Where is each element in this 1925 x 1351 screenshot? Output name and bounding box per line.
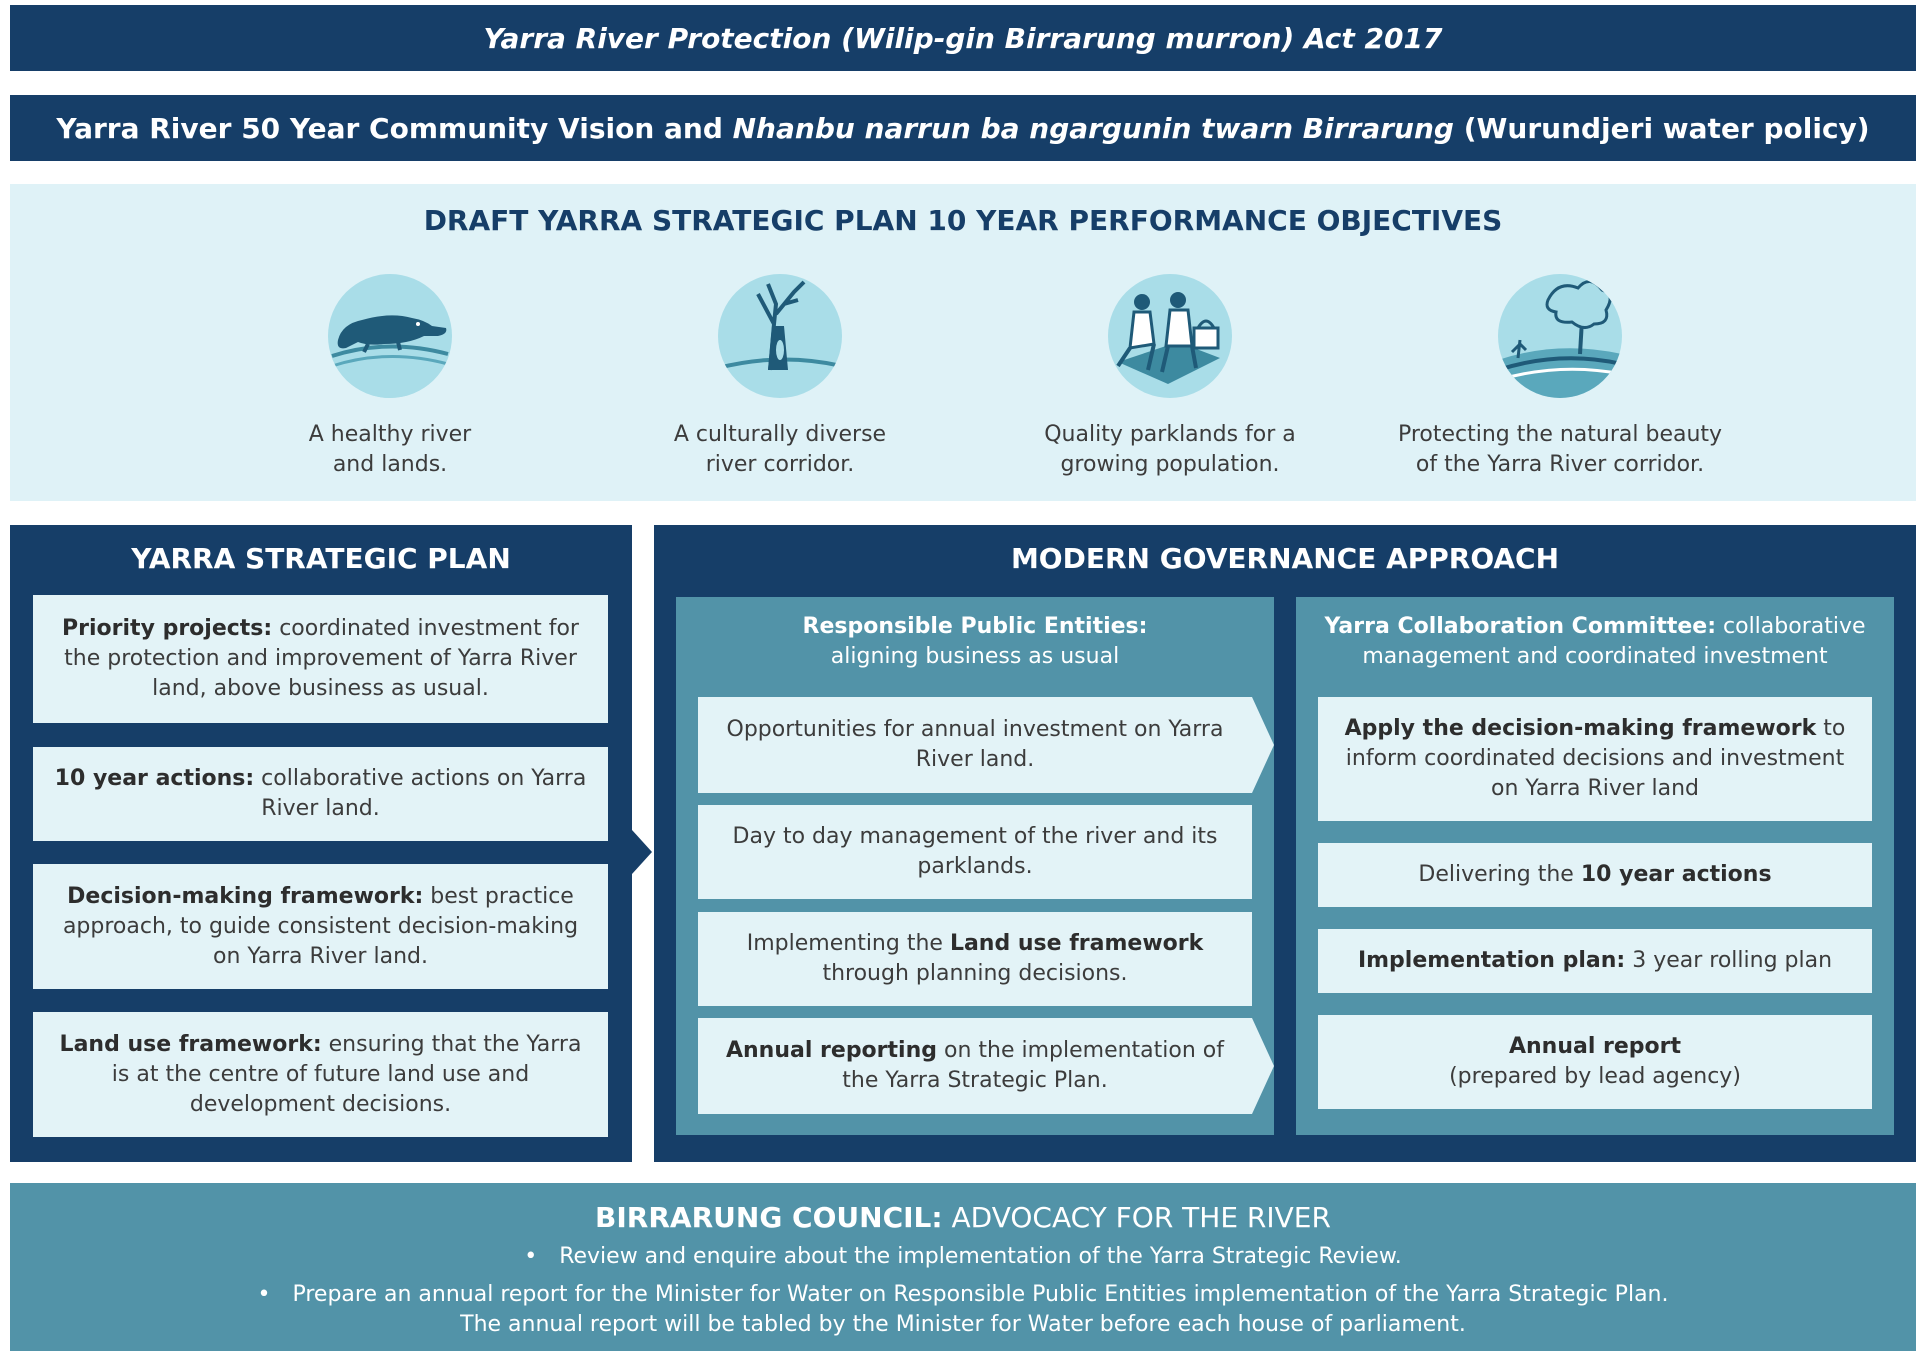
vision-title: Yarra River 50 Year Community Vision and… (56, 111, 1870, 145)
rpe-land-use-implementation: Implementing the Land use framework thro… (698, 912, 1252, 1006)
objective-caption-line1: Quality parklands for a (1044, 422, 1296, 447)
objective-healthy-river: A healthy river and lands. (225, 274, 555, 480)
yarra-collaboration-committee-column: Yarra Collaboration Committee: collabora… (1296, 597, 1894, 1135)
picnic-icon (1108, 274, 1232, 398)
rpe-arrow-box-1 (698, 697, 1274, 793)
ycc-annual-report: Annual report(prepared by lead agency) (1318, 1015, 1872, 1109)
rpe-day-to-day-management: Day to day management of the river and i… (698, 805, 1252, 899)
act-title-bar: Yarra River Protection (Wilip-gin Birrar… (10, 5, 1916, 71)
birrarung-bullet-1: •Review and enquire about the implementa… (10, 1242, 1916, 1272)
objective-caption-line2: growing population. (1060, 452, 1280, 477)
vision-title-bar: Yarra River 50 Year Community Vision and… (10, 95, 1916, 161)
rpe-arrow-box-4 (698, 1018, 1274, 1114)
birrarung-bullet-2: •Prepare an annual report for the Minist… (10, 1280, 1916, 1310)
ysp-to-governance-arrow (632, 830, 652, 874)
objective-caption-line2: and lands. (332, 452, 448, 477)
ysp-priority-projects: Priority projects: coordinated investmen… (33, 595, 608, 723)
ycc-decision-making-framework: Apply the decision-making framework to i… (1318, 697, 1872, 821)
objective-quality-parklands: Quality parklands for a growing populati… (1005, 274, 1335, 480)
ysp-land-use-framework: Land use framework: ensuring that the Ya… (33, 1012, 608, 1137)
ycc-heading: Yarra Collaboration Committee: collabora… (1324, 614, 1866, 669)
ysp-10-year-actions: 10 year actions: collaborative actions o… (33, 747, 608, 841)
yarra-strategic-plan-panel: YARRA STRATEGIC PLAN Priority projects: … (10, 525, 632, 1162)
objective-caption-line1: Protecting the natural beauty (1397, 422, 1723, 447)
bullet-marker: • (257, 1282, 271, 1307)
responsible-public-entities-column: Responsible Public Entities: aligning bu… (676, 597, 1274, 1135)
objective-caption-line1: A culturally diverse (673, 422, 887, 447)
scar-tree-icon (718, 274, 842, 398)
bullet-marker: • (524, 1244, 538, 1269)
mga-title: MODERN GOVERNANCE APPROACH (1010, 542, 1560, 575)
objective-caption-line1: A healthy river (308, 422, 472, 447)
rpe-heading: Responsible Public Entities: aligning bu… (802, 614, 1148, 669)
objectives-panel: DRAFT YARRA STRATEGIC PLAN 10 YEAR PERFO… (10, 184, 1916, 501)
birrarung-title: BIRRARUNG COUNCIL: ADVOCACY FOR THE RIVE… (595, 1201, 1331, 1234)
ysp-title: YARRA STRATEGIC PLAN (131, 542, 511, 575)
objective-culturally-diverse: A culturally diverse river corridor. (615, 274, 945, 480)
ysp-decision-making-framework: Decision-making framework: best practice… (33, 864, 608, 989)
birrarung-council-panel: BIRRARUNG COUNCIL: ADVOCACY FOR THE RIVE… (10, 1183, 1916, 1351)
objective-caption-line2: of the Yarra River corridor. (1415, 452, 1705, 477)
rpe-annual-investment: Opportunities for annual investment on Y… (726, 717, 1224, 772)
modern-governance-panel: MODERN GOVERNANCE APPROACH Responsible P… (654, 525, 1916, 1162)
act-title: Yarra River Protection (Wilip-gin Birrar… (483, 21, 1443, 55)
ycc-implementation-plan: Implementation plan: 3 year rolling plan (1318, 929, 1872, 993)
landscape-tree-icon (1498, 274, 1622, 398)
objective-caption-line2: river corridor. (705, 452, 855, 477)
rpe-annual-reporting: Annual reporting on the implementation o… (725, 1038, 1224, 1093)
ycc-10-year-actions: Delivering the 10 year actions (1318, 843, 1872, 907)
birrarung-bullet-2-continued: The annual report will be tabled by the … (460, 1312, 1466, 1337)
objective-natural-beauty: Protecting the natural beauty of the Yar… (1395, 274, 1725, 480)
platypus-icon (328, 274, 452, 398)
objectives-title: DRAFT YARRA STRATEGIC PLAN 10 YEAR PERFO… (423, 204, 1503, 237)
